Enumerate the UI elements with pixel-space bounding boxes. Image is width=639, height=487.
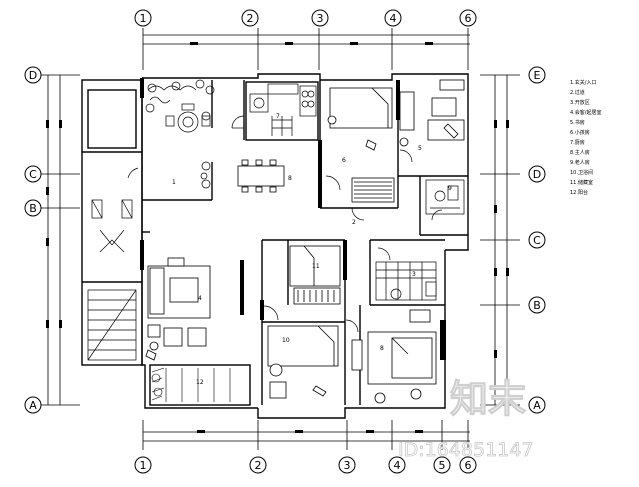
- garden-planting: [145, 79, 215, 189]
- legend-item: 11.储藏室: [570, 179, 593, 186]
- bedroom-6-furniture: [327, 87, 395, 203]
- legend-item: 9.老人房: [570, 159, 590, 166]
- legend-item: 7.厨房: [570, 139, 585, 146]
- axis-label: 2: [247, 12, 254, 25]
- room-legend: 1.玄关/入口 2.过道 3.开放区 4.会客/起居室 5.书房 6.小孩房 7…: [570, 79, 601, 196]
- axis-bubble: C: [528, 231, 546, 249]
- bath-3-fixtures: [375, 261, 437, 301]
- living-furniture: [145, 257, 211, 361]
- axis-bubble: B: [24, 199, 42, 217]
- axis-bubbles-left: D C B A: [24, 66, 42, 414]
- axis-label: E: [534, 69, 541, 82]
- legend-item: 4.会客/起居室: [570, 109, 601, 116]
- room-labels: 1 2 3 4 5 6 7 8 9 10 11 12 8: [172, 113, 452, 386]
- bath-9-fixtures: [425, 179, 465, 215]
- axis-bubble: A: [24, 396, 42, 414]
- axis-label: B: [533, 299, 541, 312]
- axis-label: 6: [465, 12, 472, 25]
- axis-label: 1: [140, 12, 147, 25]
- axis-label: 6: [465, 459, 472, 472]
- axis-bubble: 5: [433, 456, 451, 474]
- axis-label: C: [29, 168, 37, 181]
- axis-bubbles-bottom: 1 2 3 4 5 6: [134, 456, 477, 474]
- axis-bubble: 2: [249, 456, 267, 474]
- legend-item: 10.卫浴间: [570, 169, 593, 176]
- doors: [127, 115, 443, 333]
- axis-bubble: D: [24, 66, 42, 84]
- axis-label: C: [533, 234, 541, 247]
- axis-bubble: 1: [134, 9, 152, 27]
- room-label: 6: [342, 157, 346, 164]
- axis-bubble: D: [528, 165, 546, 183]
- legend-item: 5.书房: [570, 119, 585, 126]
- axis-label: 1: [140, 459, 147, 472]
- axis-label: B: [29, 202, 37, 215]
- axis-label: D: [29, 69, 37, 82]
- axis-label: 2: [255, 459, 262, 472]
- axis-label: 3: [344, 459, 351, 472]
- kitchen-fixtures: [249, 83, 317, 136]
- axis-bubble: E: [528, 66, 546, 84]
- axis-label: 4: [390, 12, 397, 25]
- axis-label: 3: [317, 12, 324, 25]
- room-label: 10: [282, 337, 290, 344]
- axis-label: A: [29, 399, 37, 412]
- stairs: [87, 199, 137, 361]
- room-label: 3: [412, 271, 416, 278]
- axis-bubble: 6: [459, 9, 477, 27]
- axis-bubble: 2: [241, 9, 259, 27]
- legend-item: 6.小孩房: [570, 129, 590, 136]
- dimension-ticks: [46, 42, 509, 433]
- room-label: 4: [198, 295, 202, 302]
- axis-bubble: 3: [338, 456, 356, 474]
- room-label: 8: [380, 345, 384, 352]
- axis-bubble: B: [528, 296, 546, 314]
- room-label: 9: [448, 185, 452, 192]
- room-label: 12: [196, 379, 204, 386]
- axis-bubble: 1: [134, 456, 152, 474]
- axis-label: A: [533, 399, 541, 412]
- axis-bubble: 3: [311, 9, 329, 27]
- legend-item: 1.玄关/入口: [570, 79, 596, 86]
- axis-bubbles-top: 1 2 3 4 6: [134, 9, 477, 27]
- walls: [81, 73, 469, 419]
- axis-bubble: 4: [384, 9, 402, 27]
- legend-item: 8.主人房: [570, 149, 590, 156]
- axis-label: D: [533, 168, 541, 181]
- bedroom-10-furniture: [267, 325, 339, 399]
- legend-item: 2.过道: [570, 89, 585, 96]
- watermark-logo: 知末: [450, 376, 526, 421]
- watermark: 知末 ID:164851147: [398, 376, 534, 462]
- bedroom-8-furniture: [351, 309, 437, 404]
- room-label: 1: [172, 179, 176, 186]
- axis-label: 4: [394, 459, 401, 472]
- axis-bubble: C: [24, 165, 42, 183]
- axis-bubble: A: [528, 396, 546, 414]
- study-5-furniture: [399, 79, 465, 147]
- room-label: 8: [288, 175, 292, 182]
- room-label: 7: [276, 113, 280, 120]
- legend-item: 3.开放区: [570, 99, 590, 106]
- room-label: 11: [312, 263, 320, 270]
- axis-bubble: 4: [388, 456, 406, 474]
- watermark-id: ID:164851147: [398, 439, 533, 461]
- axis-label: 5: [439, 459, 446, 472]
- axis-bubble: 6: [459, 456, 477, 474]
- axis-bubbles-right: E D C B A: [528, 66, 546, 414]
- balcony-hatching: [151, 367, 231, 402]
- room-label: 2: [352, 219, 356, 226]
- dining-table: [237, 159, 285, 193]
- bedroom-11-furniture: [289, 245, 341, 305]
- wall-fills: [140, 78, 446, 360]
- legend-item: 12.阳台: [570, 189, 588, 196]
- room-label: 5: [418, 145, 422, 152]
